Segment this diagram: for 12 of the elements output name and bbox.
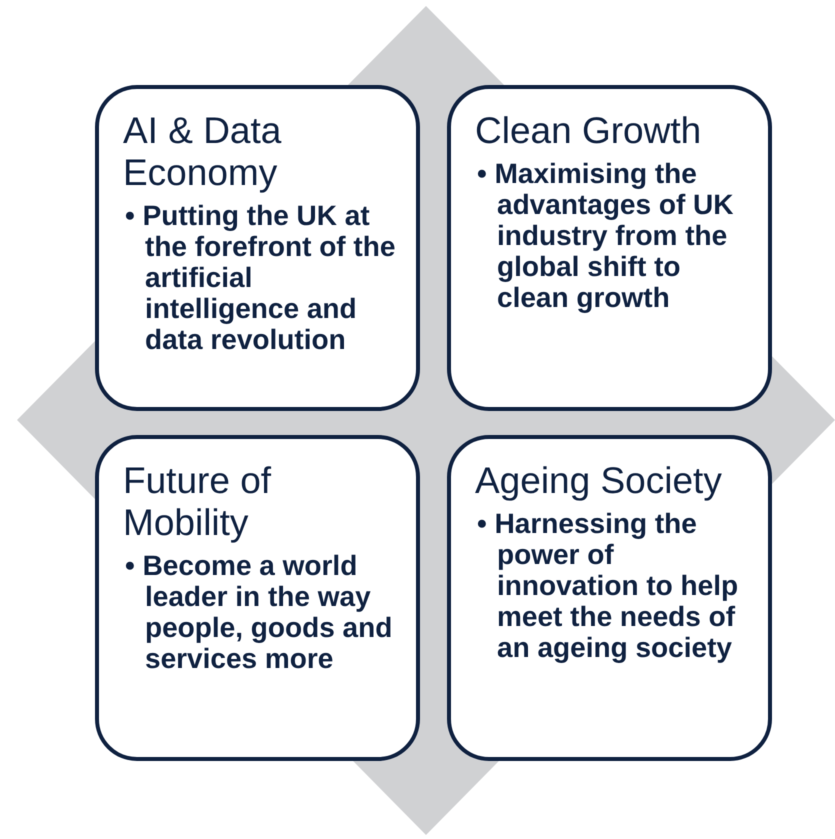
- rounded-card: [95, 435, 420, 761]
- bullet-text: • Harnessing the power of innovation to help meet the needs of an ageing society: [476, 508, 740, 663]
- rounded-card: [447, 435, 772, 761]
- card-heading: AI & Data Economy: [123, 110, 282, 194]
- rounded-card: [95, 85, 420, 411]
- bullet-text: • Putting the UK at the forefront of the artificial intelligence and data revolution: [124, 200, 396, 355]
- bullet-text: • Become a world leader in the way people, goods and services more: [124, 550, 394, 674]
- card-heading: Clean Growth: [475, 110, 702, 152]
- bullet-text: • Maximising the advantages of UK industry from the global shift to clean growth: [476, 158, 734, 313]
- rounded-card: [447, 85, 772, 411]
- card-heading: Ageing Society: [475, 460, 723, 502]
- card-heading: Future of Mobility: [123, 460, 272, 544]
